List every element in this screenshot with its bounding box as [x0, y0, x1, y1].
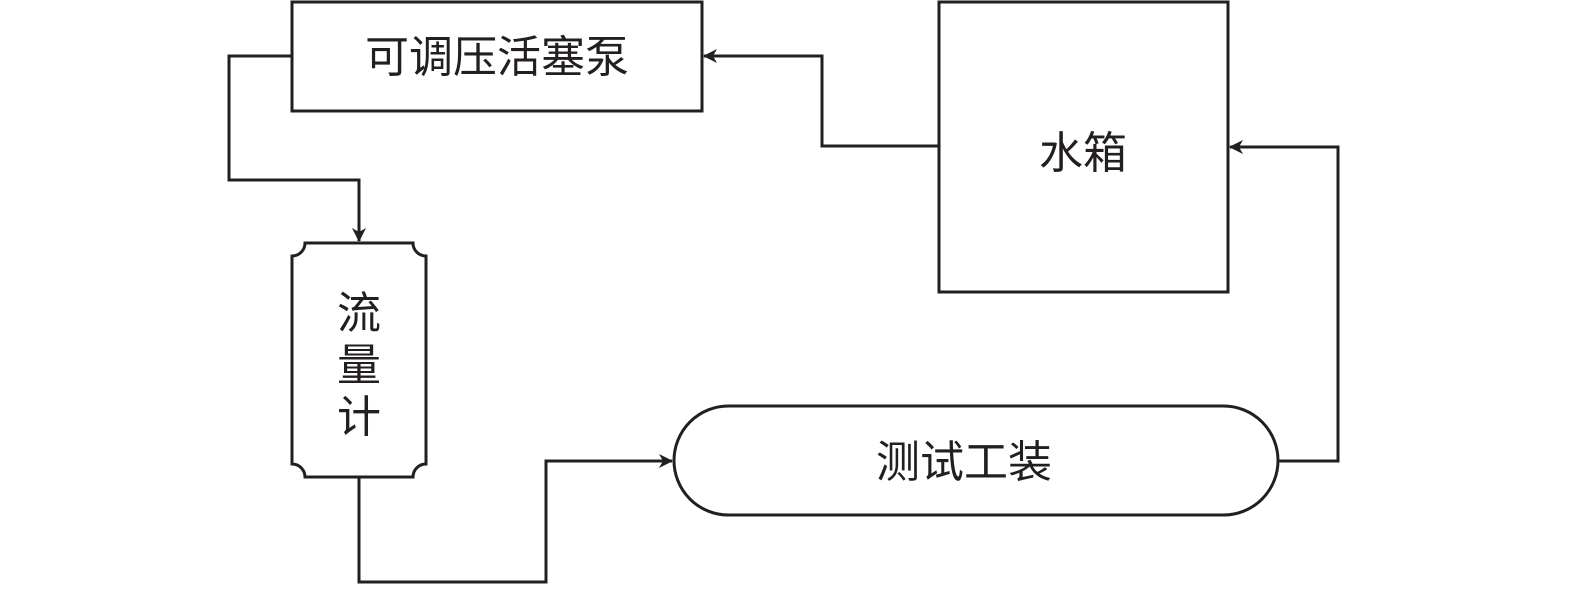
- node-fixture: 测试工装: [672, 404, 1280, 517]
- flowmeter-char-2: 量: [337, 340, 381, 391]
- tank-label: 水箱: [1039, 128, 1127, 179]
- flowmeter-char-1: 流: [337, 288, 381, 339]
- edge-tank-to-pump: [703, 49, 939, 148]
- fixture-label: 测试工装: [876, 437, 1052, 488]
- node-flowmeter: 流 量 计: [290, 241, 428, 479]
- node-pump: 可调压活塞泵: [290, 0, 704, 113]
- pump-label: 可调压活塞泵: [365, 32, 629, 83]
- flowmeter-shape: [290, 241, 428, 479]
- node-tank: 水箱: [937, 0, 1230, 294]
- edge-fixture-to-tank: [1229, 140, 1340, 463]
- edge-pump-to-flowmeter: [227, 54, 366, 242]
- flowmeter-char-3: 计: [337, 392, 381, 443]
- edge-flowmeter-to-fixture: [357, 454, 673, 584]
